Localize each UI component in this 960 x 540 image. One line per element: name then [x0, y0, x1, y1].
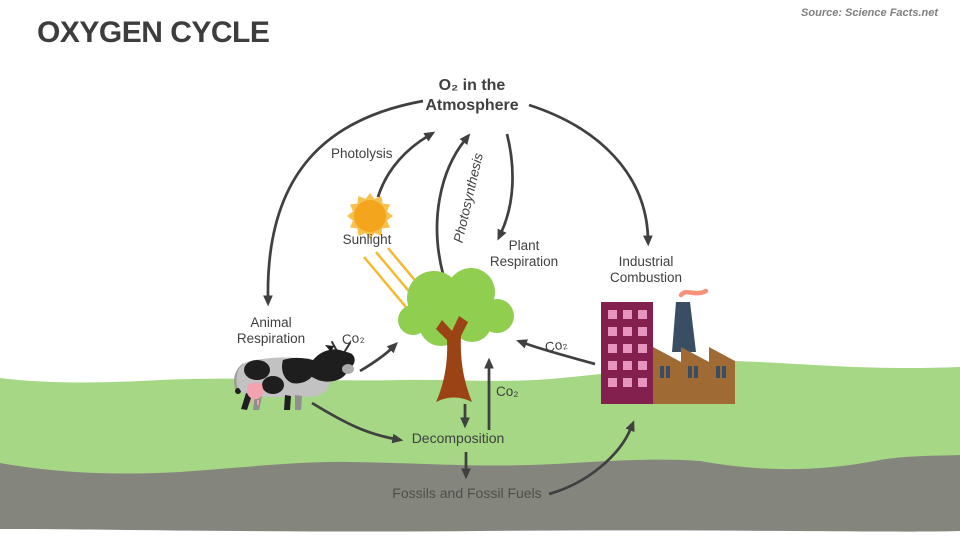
label-co2-animal: Co₂ — [340, 329, 366, 348]
arrow-photosynthesis — [435, 133, 471, 275]
factory-icon — [601, 288, 735, 404]
label-co2-soil: Co₂ — [496, 384, 519, 399]
arrow-co2-factory-to-tree — [516, 339, 596, 366]
cow-icon — [234, 341, 355, 410]
tree-icon — [398, 268, 514, 402]
page-title: OXYGEN CYCLE — [37, 16, 270, 49]
label-animal-respiration: Animal Respiration — [236, 315, 306, 347]
flow-arrows — [263, 99, 653, 496]
label-fossils: Fossils and Fossil Fuels — [392, 485, 542, 501]
arrow-plant-respiration — [497, 133, 514, 241]
label-sunlight: Sunlight — [342, 232, 392, 247]
arrow-fossils-to-factory — [548, 420, 635, 496]
label-decomposition: Decomposition — [411, 430, 505, 446]
arrow-atmosphere-to-animal — [263, 99, 424, 307]
factory-windows — [608, 310, 647, 387]
chimney — [672, 302, 696, 352]
arrow-atmosphere-to-industry — [528, 103, 653, 247]
smoke-icon — [678, 288, 709, 298]
source-credit: Source: Science Facts.net — [801, 7, 938, 19]
sun-icon — [347, 193, 393, 239]
arrow-animal-to-decomposition — [311, 401, 404, 444]
label-plant-respiration: Plant Respiration — [489, 238, 559, 270]
label-o2-atmosphere: O₂ in the Atmosphere — [425, 77, 519, 114]
factory-hall-windows — [660, 366, 726, 378]
arrow-co2-animal-to-tree — [359, 342, 398, 373]
label-photolysis: Photolysis — [331, 146, 393, 161]
arrow-photolysis — [376, 131, 436, 198]
soil-band — [0, 455, 960, 532]
label-industrial-combustion: Industrial Combustion — [609, 254, 683, 286]
